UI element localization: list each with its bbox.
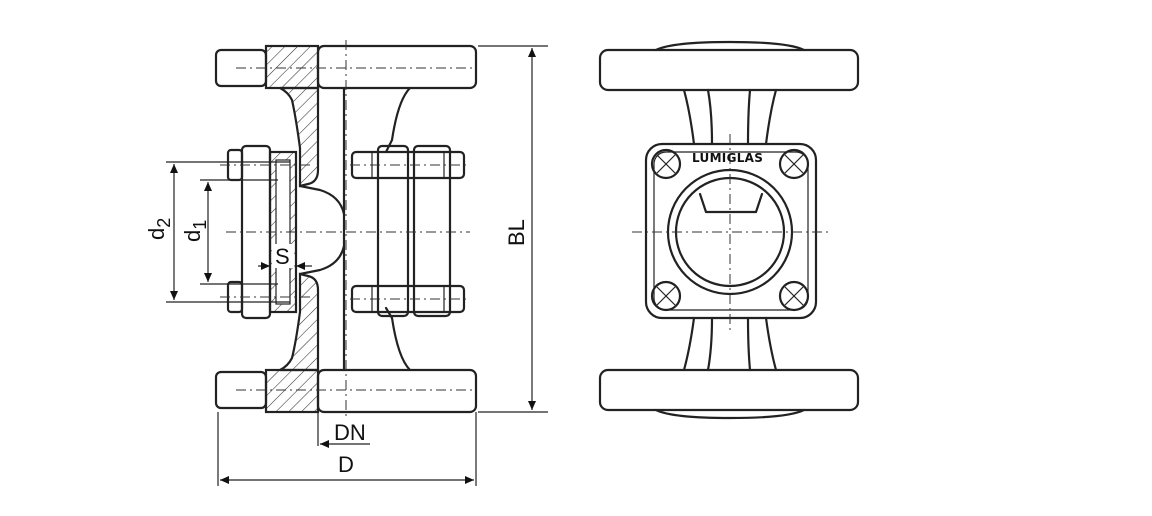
body-wall-hatched-lower xyxy=(279,272,320,372)
label-bl: BL xyxy=(504,219,529,246)
front-top-flange xyxy=(598,48,860,92)
front-view: LUMIGLAS xyxy=(598,40,860,420)
label-d1: d1 xyxy=(180,220,210,242)
right-cover-plate xyxy=(376,144,410,318)
top-flange-right xyxy=(316,44,478,90)
right-flange-plate xyxy=(412,144,452,318)
bottom-flange-right xyxy=(316,368,478,414)
front-bottom-flange xyxy=(598,368,860,412)
top-flange-hatched xyxy=(264,44,320,90)
body-wall-hatched xyxy=(279,86,320,188)
label-d2: d2 xyxy=(144,218,174,240)
bottom-flange-hatched xyxy=(264,368,320,414)
front-cover-square xyxy=(644,142,818,320)
section-view: d2 d1 S DN D BL xyxy=(144,40,548,486)
label-d: D xyxy=(338,452,354,477)
front-bolt-bottom-left xyxy=(650,280,682,312)
front-bolt-top-left xyxy=(650,148,682,180)
label-dn: DN xyxy=(334,420,366,445)
brand-label: LUMIGLAS xyxy=(692,151,763,165)
front-bolt-top-right xyxy=(778,148,810,180)
front-bolt-bottom-right xyxy=(778,280,810,312)
label-s: S xyxy=(275,244,290,269)
